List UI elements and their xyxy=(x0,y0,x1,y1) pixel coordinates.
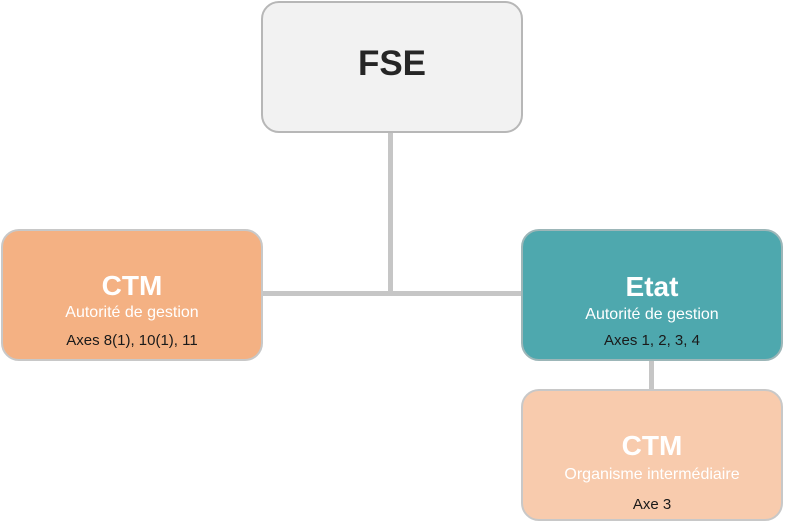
node-etat-axes: Axes 1, 2, 3, 4 xyxy=(604,332,700,349)
node-ctm-intermediate-body-axes: Axe 3 xyxy=(632,496,672,513)
node-etat: Etat Autorité de gestion Axes 1, 2, 3, 4 xyxy=(521,229,783,361)
node-etat-title: Etat xyxy=(625,271,679,302)
node-ctm-managing-authority-axes: Axes 8(1), 10(1), 11 xyxy=(66,332,198,349)
node-fse-title: FSE xyxy=(357,43,427,83)
node-ctm-intermediate-body-subtitle: Organisme intermédiaire xyxy=(564,466,740,483)
node-etat-subtitle: Autorité de gestion xyxy=(585,306,719,323)
node-ctm-intermediate-body: CTM Organisme intermédiaire Axe 3 xyxy=(521,389,783,521)
node-ctm-managing-authority-subtitle: Autorité de gestion xyxy=(65,304,199,321)
node-fse: FSE xyxy=(261,1,523,133)
node-ctm-intermediate-body-title: CTM xyxy=(621,430,683,461)
connector-root-vertical xyxy=(388,133,393,296)
node-ctm-managing-authority: CTM Autorité de gestion Axes 8(1), 10(1)… xyxy=(1,229,263,361)
connector-etat-to-ctm xyxy=(649,361,654,389)
connector-horizontal xyxy=(263,291,521,296)
node-ctm-managing-authority-title: CTM xyxy=(101,270,163,301)
